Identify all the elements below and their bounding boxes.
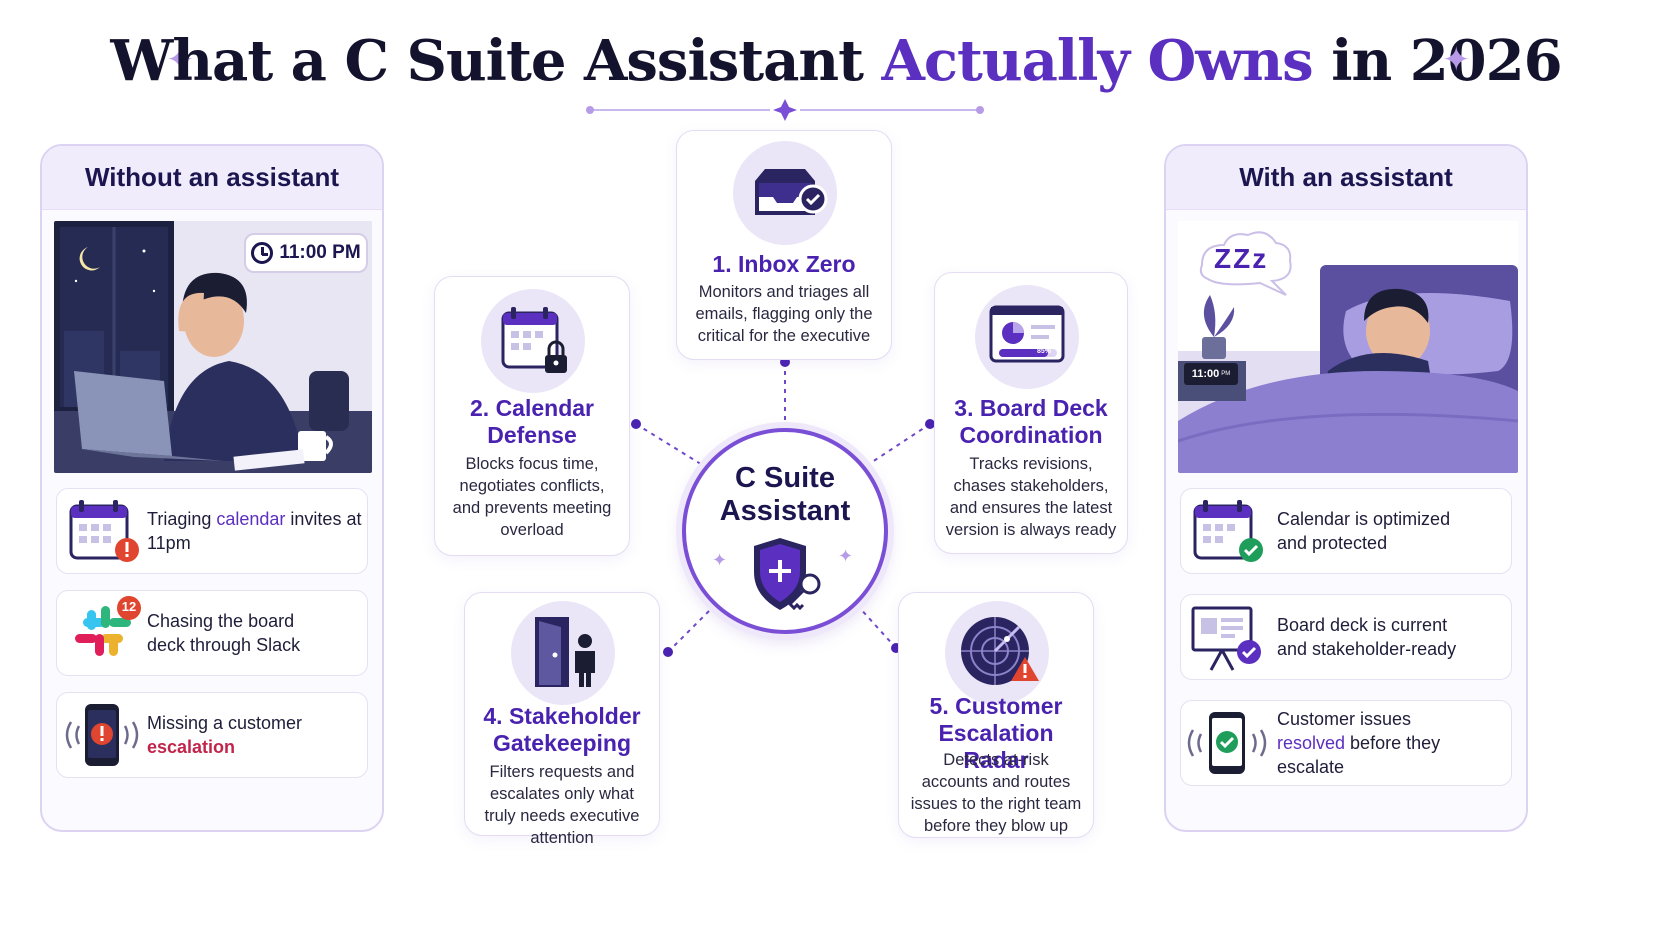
phone-check-icon	[1181, 700, 1277, 786]
with-assistant-panel: With an assistant ZZz	[1164, 144, 1528, 832]
step-1-desc: Monitors and triages all emails, flaggin…	[695, 283, 873, 345]
calendar-check-icon	[1181, 488, 1277, 574]
step-card-board-deck: 85% 3. Board Deck Coordination Tracks re…	[934, 272, 1128, 554]
calendar-lock-icon	[481, 289, 585, 393]
step-4-title: 4. Stakeholder Gatekeeping	[483, 703, 641, 756]
with-item-board-deck-text: Board deck is current and stakeholder-re…	[1277, 615, 1457, 659]
step-2-title: 2. Calendar Defense	[470, 395, 594, 448]
hub-title: C Suite Assistant	[719, 462, 851, 527]
bedside-clock-time: 11:00	[1191, 368, 1220, 380]
notification-badge: 12	[121, 599, 137, 614]
bedside-clock: 11:00 PM	[1184, 363, 1238, 385]
without-item-calendar-text: Triaging calendar invites at 11pm	[147, 507, 367, 555]
item-text-post: invites at 11pm	[147, 509, 362, 553]
item-text-highlight: escalation	[147, 737, 236, 757]
radar-alert-icon	[945, 601, 1049, 705]
step-4-desc: Filters requests and escalates only what…	[484, 763, 640, 847]
hub-sparkle-icon-left: ✦	[712, 550, 728, 571]
page-title: What a C Suite Assistant Actually Owns i…	[0, 28, 1672, 94]
assistant-hub: C Suite Assistant ✦ ✦	[682, 428, 888, 634]
title-accent: Actually Owns	[881, 28, 1313, 94]
with-item-customer: Customer issues resolved before they esc…	[1180, 700, 1512, 786]
step-3-title: 3. Board Deck Coordination	[954, 395, 1108, 448]
item-text-highlight: calendar	[216, 509, 286, 529]
without-item-slack-text: Chasing the board deck through Slack	[147, 611, 301, 655]
hub-sparkle-icon-right: ✦	[838, 546, 854, 567]
late-night-work-scene: 11:00 PM	[54, 221, 372, 473]
sparkle-icon-right: ✦	[1442, 40, 1471, 80]
step-card-inbox-zero: 1. Inbox Zero Monitors and triages all e…	[676, 130, 892, 360]
item-text-pre: Triaging	[147, 509, 217, 529]
title-part-2: in 2026	[1312, 28, 1562, 94]
step-5-desc: Detects at-risk accounts and routes issu…	[910, 751, 1082, 835]
with-item-calendar-text: Calendar is optimized and protected	[1277, 509, 1451, 553]
without-item-slack: 12 Chasing the board deck through Slack	[56, 590, 368, 676]
sparkle-icon-left: ✦	[166, 40, 195, 80]
title-part-1: What a C Suite Assistant	[110, 28, 882, 94]
title-divider	[586, 99, 984, 121]
step-card-calendar-defense: 2. Calendar Defense Blocks focus time, n…	[434, 276, 630, 556]
item-text-pre: Missing a customer	[147, 713, 303, 733]
item-text-post: before they escalate	[1277, 733, 1441, 777]
phone-alert-icon	[57, 692, 147, 778]
bedside-clock-suffix: PM	[1221, 371, 1231, 377]
without-item-escalation: Missing a customer escalation	[56, 692, 368, 778]
with-item-board-deck: Board deck is current and stakeholder-re…	[1180, 594, 1512, 680]
item-text-pre: Customer issues	[1277, 709, 1412, 729]
calendar-alert-icon	[57, 488, 147, 574]
inbox-check-icon	[733, 141, 837, 245]
presentation-check-icon	[1181, 594, 1277, 680]
clock-icon	[251, 242, 274, 264]
without-assistant-heading: Without an assistant	[42, 146, 382, 210]
clock-badge: 11:00 PM	[244, 233, 368, 273]
item-text-highlight: resolved	[1277, 733, 1346, 753]
step-1-title: 1. Inbox Zero	[712, 251, 856, 277]
step-5-title: 5. Customer Escalation Radar	[929, 693, 1063, 773]
shield-key-icon	[744, 532, 834, 622]
without-item-calendar: Triaging calendar invites at 11pm	[56, 488, 368, 574]
step-2-desc: Blocks focus time, negotiates conflicts,…	[452, 455, 612, 539]
without-assistant-panel: Without an assistant	[40, 144, 384, 832]
slack-icon: 12	[57, 590, 147, 676]
with-item-customer-text: Customer issues resolved before they esc…	[1277, 707, 1477, 779]
clock-time: 11:00 PM	[279, 242, 361, 263]
restful-sleep-scene: ZZz 11:00 PM	[1178, 221, 1518, 473]
door-person-icon	[511, 601, 615, 705]
board-deck-progress-label: 85%	[1037, 348, 1052, 355]
presentation-chart-icon: 85%	[975, 285, 1079, 389]
step-3-desc: Tracks revisions, chases stakeholders, a…	[945, 455, 1117, 539]
sleeping-person-illustration	[1178, 221, 1518, 473]
step-card-customer-escalation: 5. Customer Escalation Radar Detects at-…	[898, 592, 1094, 838]
sleep-zzz-text: ZZz	[1214, 243, 1269, 274]
with-item-calendar: Calendar is optimized and protected	[1180, 488, 1512, 574]
with-assistant-heading: With an assistant	[1166, 146, 1526, 210]
step-card-stakeholder-gatekeeping: 4. Stakeholder Gatekeeping Filters reque…	[464, 592, 660, 847]
without-item-escalation-text: Missing a customer escalation	[147, 711, 327, 759]
